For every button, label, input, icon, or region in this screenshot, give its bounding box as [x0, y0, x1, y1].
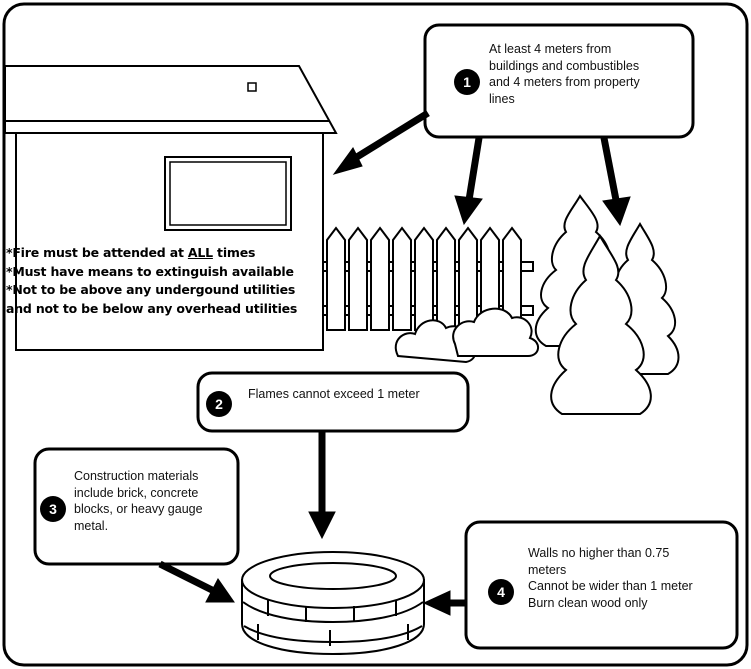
tree-front: [550, 233, 652, 415]
callout-1-line-3: and 4 meters from property: [489, 75, 640, 89]
fire-rules-note: *Fire must be attended at ALL times *Mus…: [6, 244, 326, 318]
callout-1-line-1: At least 4 meters from: [489, 42, 612, 56]
callout-3-text: Construction materials include brick, co…: [74, 468, 203, 534]
callout-2-line-1: Flames cannot exceed 1 meter: [248, 387, 420, 401]
callout-4-line-3: Cannot be wider than 1 meter: [528, 579, 693, 593]
callout-box-2: [196, 371, 470, 433]
callout-3-line-3: blocks, or heavy gauge: [74, 502, 203, 516]
note-line-2: *Must have means to extinguish available: [6, 263, 294, 279]
callout-1-number-badge: 1: [454, 69, 480, 95]
callout-2-number-badge: 2: [206, 391, 232, 417]
callout-box-3: [33, 447, 240, 566]
callout-4-line-1: Walls no higher than 0.75: [528, 546, 670, 560]
callout-3-line-4: metal.: [74, 518, 109, 533]
callout-1-line-4: lines: [489, 91, 515, 106]
callout-4-text: Walls no higher than 0.75 meters Cannot …: [528, 545, 693, 611]
trees: [534, 194, 680, 415]
callout-box-1: [423, 23, 695, 139]
callout-4-line-2: meters: [528, 562, 567, 577]
fire-pit: [241, 551, 425, 656]
note-line-3: *Not to be above any undergound utilitie…: [6, 282, 296, 297]
arrows: [158, 110, 631, 616]
callout-4-number-badge: 4: [488, 579, 514, 605]
callout-2-text: Flames cannot exceed 1 meter: [248, 386, 420, 403]
note-line-4: and not to be below any overhead utiliti…: [6, 300, 298, 316]
roof-vent: [247, 82, 257, 92]
callout-1-text: At least 4 meters from buildings and com…: [489, 41, 640, 107]
picket-fence: [322, 226, 534, 331]
callout-4-line-4: Burn clean wood only: [528, 595, 648, 610]
bushes: [394, 307, 539, 364]
note-line-1: *Fire must be attended at ALL times: [6, 245, 256, 260]
callout-3-line-1: Construction materials: [74, 469, 199, 483]
house-roof: [4, 65, 338, 134]
note-emphasis-all: ALL: [187, 245, 213, 260]
house: [4, 65, 338, 351]
callout-1-line-2: buildings and combustibles: [489, 58, 640, 73]
callout-3-number-badge: 3: [40, 496, 66, 522]
callout-box-4: [464, 520, 739, 650]
callout-3-line-2: include brick, concrete: [74, 485, 199, 500]
